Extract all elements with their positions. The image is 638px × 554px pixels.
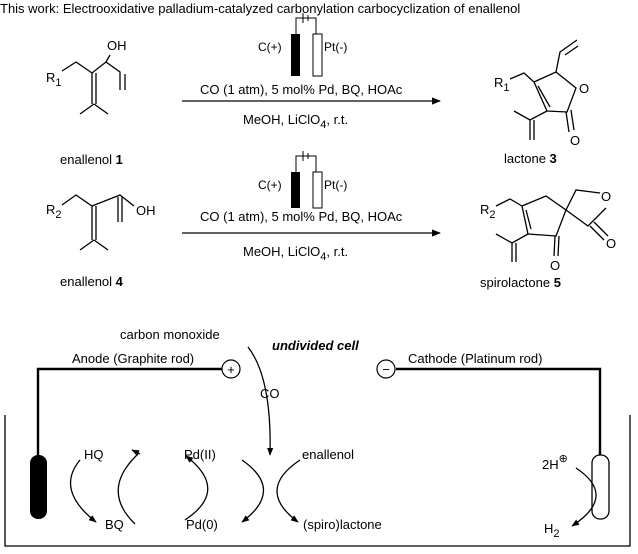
reactant-4-label: enallenol 4 [60, 274, 124, 289]
anode-label-2: C(+) [258, 178, 282, 192]
benzoquinone-label: BQ [105, 517, 124, 532]
plus-sign: + [227, 362, 235, 377]
carbonyl-oxygen-3: O [570, 133, 580, 148]
anode-label: Anode (Graphite rod) [72, 351, 194, 366]
r2-group-product: R2 [480, 202, 496, 221]
ring-oxygen-5: O [601, 189, 611, 204]
positive-terminal-icon [221, 359, 241, 379]
ring-oxygen-3: O [579, 81, 589, 96]
r1-group: R1 [46, 70, 62, 89]
undivided-cell-label: undivided cell [272, 338, 359, 353]
minus-sign: − [382, 362, 390, 377]
enallenol-label: enallenol [302, 447, 354, 462]
pd-0-label: Pd(0) [186, 517, 218, 532]
product-5-label: spirolactone 5 [480, 275, 561, 290]
graphite-rod-anode [30, 455, 47, 519]
r2-group: R2 [46, 202, 62, 221]
pd-ii-label: Pd(II) [184, 447, 216, 462]
pd0-to-pd2-arc [184, 455, 209, 521]
anode-wire [36, 367, 222, 455]
co-insertion-arrow [247, 346, 274, 456]
co-label: CO [260, 386, 280, 401]
anode-label-1: C(+) [258, 40, 282, 54]
product-3-label: lactone 3 [504, 151, 557, 166]
hydroquinone-label: HQ [84, 447, 104, 462]
hydroxyl-label: OH [107, 38, 127, 53]
conditions-bottom-2: MeOH, LiClO4, r.t. [243, 244, 348, 263]
hydroxyl-label-4: OH [136, 203, 156, 218]
beaker-outline [4, 415, 631, 547]
cathode-label-1: Pt(-) [324, 40, 347, 54]
enallenol-1-structure: R1 OH [46, 38, 127, 115]
hq-to-bq-arrow [69, 459, 97, 523]
conditions-top-1: CO (1 atm), 5 mol% Pd, BQ, HOAc [200, 82, 403, 97]
cathode-electrode-icon-2 [312, 171, 323, 209]
anode-electrode-icon [291, 34, 300, 76]
enallenol-4-structure: R2 OH [46, 194, 156, 251]
conditions-top-2: CO (1 atm), 5 mol% Pd, BQ, HOAc [200, 209, 403, 224]
platinum-rod-cathode [591, 454, 610, 520]
hq-arrowhead [131, 449, 141, 456]
cathode-label-2: Pt(-) [324, 178, 347, 192]
anode-electrode-icon-2 [291, 172, 300, 208]
reactant-1-label: enallenol 1 [60, 152, 123, 167]
negative-terminal-icon [376, 359, 396, 379]
conditions-bottom-1: MeOH, LiClO4, r.t. [243, 112, 348, 131]
electrolysis-cell-icon-1: C(+) Pt(-) [258, 13, 347, 77]
hydrogen-label: H2 [544, 521, 560, 540]
cathode-electrode-icon [312, 33, 323, 77]
spirolactone-label: (spiro)lactone [303, 517, 382, 532]
protons-label: 2H⊕ [542, 453, 568, 472]
lactone-oxygen-5: O [606, 236, 616, 251]
r1-group-product: R1 [494, 75, 510, 94]
cathode-label: Cathode (Platinum rod) [408, 351, 542, 366]
lactone-3-structure: R1 O O [494, 39, 589, 148]
cathode-wire [396, 367, 602, 455]
hq-bq-connector-arc [117, 453, 139, 525]
pd2-to-pd0-arc [241, 459, 265, 523]
electrolysis-cell-icon-2: C(+) Pt(-) [258, 151, 347, 209]
enallenol-to-lactone-arc [276, 459, 301, 523]
spirolactone-5-structure: R2 O O O [480, 189, 616, 273]
proton-reduction-arrow [571, 467, 597, 527]
scheme-title: This work: Electrooxidative palladium-ca… [0, 1, 520, 16]
ketone-oxygen-5: O [550, 258, 560, 273]
carbon-monoxide-label: carbon monoxide [120, 327, 220, 342]
